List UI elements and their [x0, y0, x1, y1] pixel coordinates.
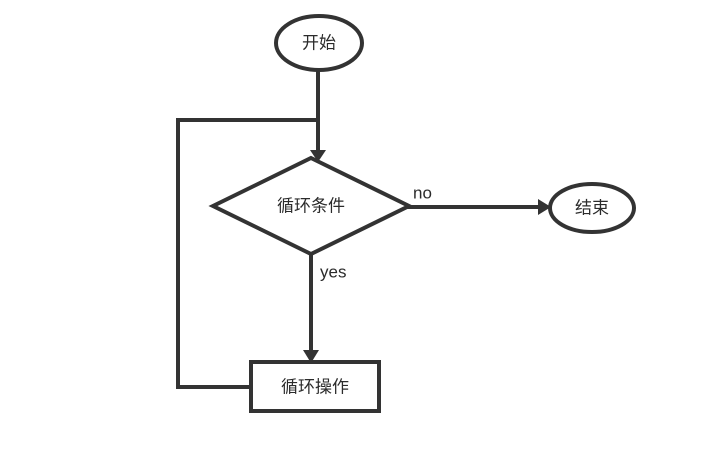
edge-condition-to-end-arrowhead — [538, 199, 551, 215]
operation-label: 循环操作 — [281, 377, 349, 396]
node-start[interactable]: 开始 — [274, 14, 364, 72]
edge-start-to-condition-arrowhead — [310, 150, 326, 162]
node-end[interactable]: 结束 — [548, 182, 636, 234]
node-condition[interactable]: 循环条件 — [208, 155, 414, 257]
condition-label: 循环条件 — [277, 196, 345, 215]
start-label: 开始 — [302, 33, 336, 52]
end-ellipse[interactable] — [548, 182, 636, 234]
edge-condition-to-operation — [303, 253, 319, 363]
condition-diamond[interactable] — [208, 155, 414, 257]
edge-start-to-condition — [310, 70, 326, 162]
edge-operation-to-condition-line — [176, 118, 318, 389]
node-operation[interactable]: 循环操作 — [249, 360, 381, 413]
edge-label-no: no — [413, 183, 432, 202]
edge-condition-to-operation-arrowhead — [303, 350, 319, 363]
end-label: 结束 — [575, 198, 609, 217]
edge-condition-to-end — [405, 199, 551, 215]
edge-operation-to-condition — [176, 118, 318, 389]
operation-rect[interactable] — [249, 360, 381, 413]
start-ellipse[interactable] — [274, 14, 364, 72]
edge-label-yes: yes — [320, 262, 346, 281]
